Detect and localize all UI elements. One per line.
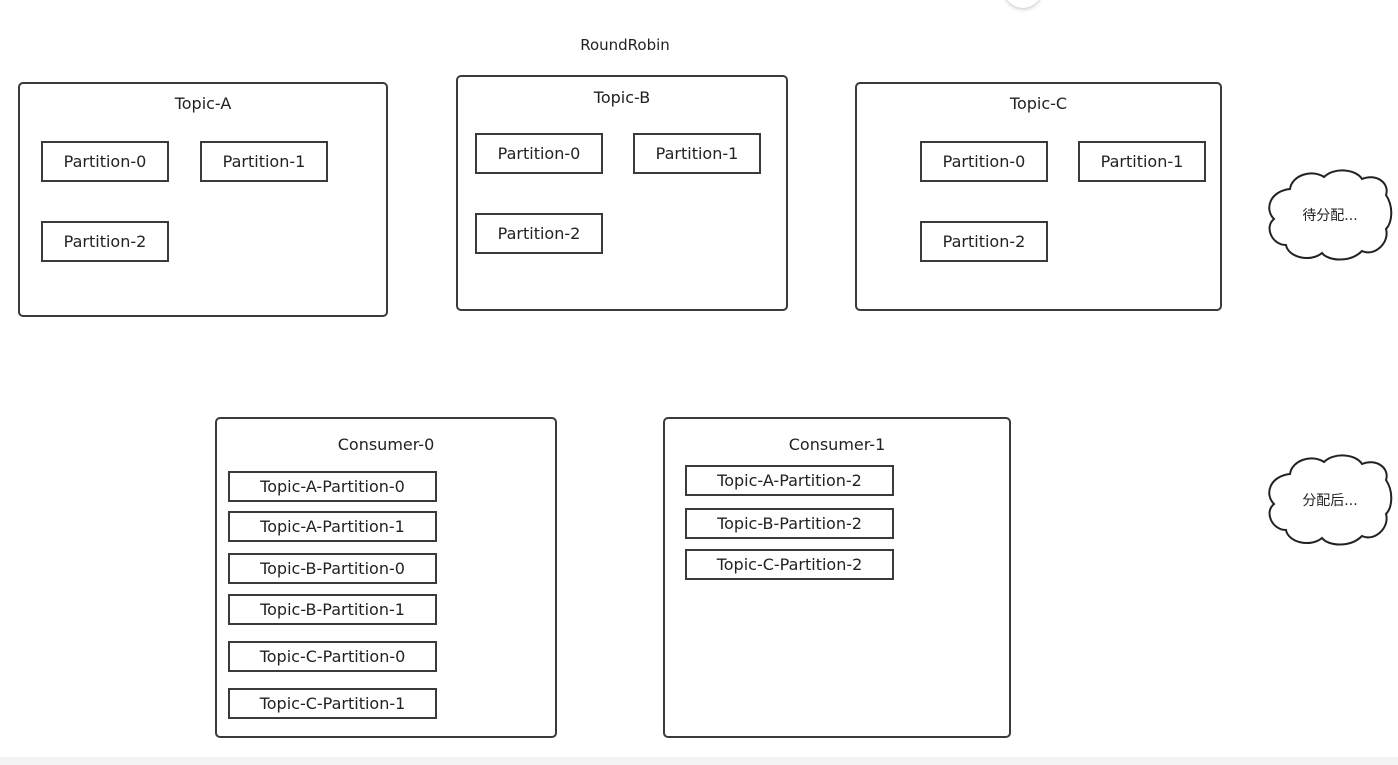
consumer-1-partition-item: Topic-A-Partition-2: [685, 465, 894, 496]
consumer-1-partition-item: Topic-C-Partition-2: [685, 549, 894, 580]
consumer-0-partition-item: Topic-A-Partition-1: [228, 511, 437, 542]
assigned-cloud-label: 分配后...: [1302, 493, 1358, 509]
floating-action-circle[interactable]: [1004, 0, 1042, 8]
topic-a-box: Topic-A Partition-0 Partition-1 Partitio…: [18, 82, 388, 317]
topic-a-partition-2: Partition-2: [41, 221, 169, 262]
consumer-0-partition-item: Topic-A-Partition-0: [228, 471, 437, 502]
bottom-strip: [0, 757, 1398, 765]
consumer-0-label: Consumer-0: [337, 435, 435, 454]
topic-b-partition-1: Partition-1: [633, 133, 761, 174]
consumer-1-box: Consumer-1 Topic-A-Partition-2 Topic-B-P…: [663, 417, 1011, 738]
topic-c-partition-2: Partition-2: [920, 221, 1048, 262]
topic-b-label: Topic-B: [593, 88, 651, 107]
topic-a-partition-0: Partition-0: [41, 141, 169, 182]
diagram-title: RoundRobin: [580, 36, 670, 54]
topic-c-partition-1: Partition-1: [1078, 141, 1206, 182]
consumer-0-partition-item: Topic-C-Partition-1: [228, 688, 437, 719]
consumer-0-partition-item: Topic-C-Partition-0: [228, 641, 437, 672]
topic-a-label: Topic-A: [174, 94, 232, 113]
cloud-shape-icon: [1268, 169, 1393, 261]
consumer-0-partition-item: Topic-B-Partition-1: [228, 594, 437, 625]
topic-b-partition-2: Partition-2: [475, 213, 603, 254]
assigned-cloud: 分配后...: [1266, 450, 1394, 550]
consumer-0-partition-item: Topic-B-Partition-0: [228, 553, 437, 584]
consumer-0-box: Consumer-0 Topic-A-Partition-0 Topic-A-P…: [215, 417, 557, 738]
topic-b-partition-0: Partition-0: [475, 133, 603, 174]
consumer-1-label: Consumer-1: [788, 435, 886, 454]
consumer-1-partition-item: Topic-B-Partition-2: [685, 508, 894, 539]
topic-c-partition-0: Partition-0: [920, 141, 1048, 182]
topic-c-label: Topic-C: [1009, 94, 1068, 113]
topic-a-partition-1: Partition-1: [200, 141, 328, 182]
cloud-shape-icon: [1268, 454, 1393, 546]
topic-c-box: Topic-C Partition-0 Partition-1 Partitio…: [855, 82, 1222, 311]
topic-b-box: Topic-B Partition-0 Partition-1 Partitio…: [456, 75, 788, 311]
pending-cloud: 待分配...: [1266, 165, 1394, 265]
pending-cloud-label: 待分配...: [1302, 208, 1358, 224]
